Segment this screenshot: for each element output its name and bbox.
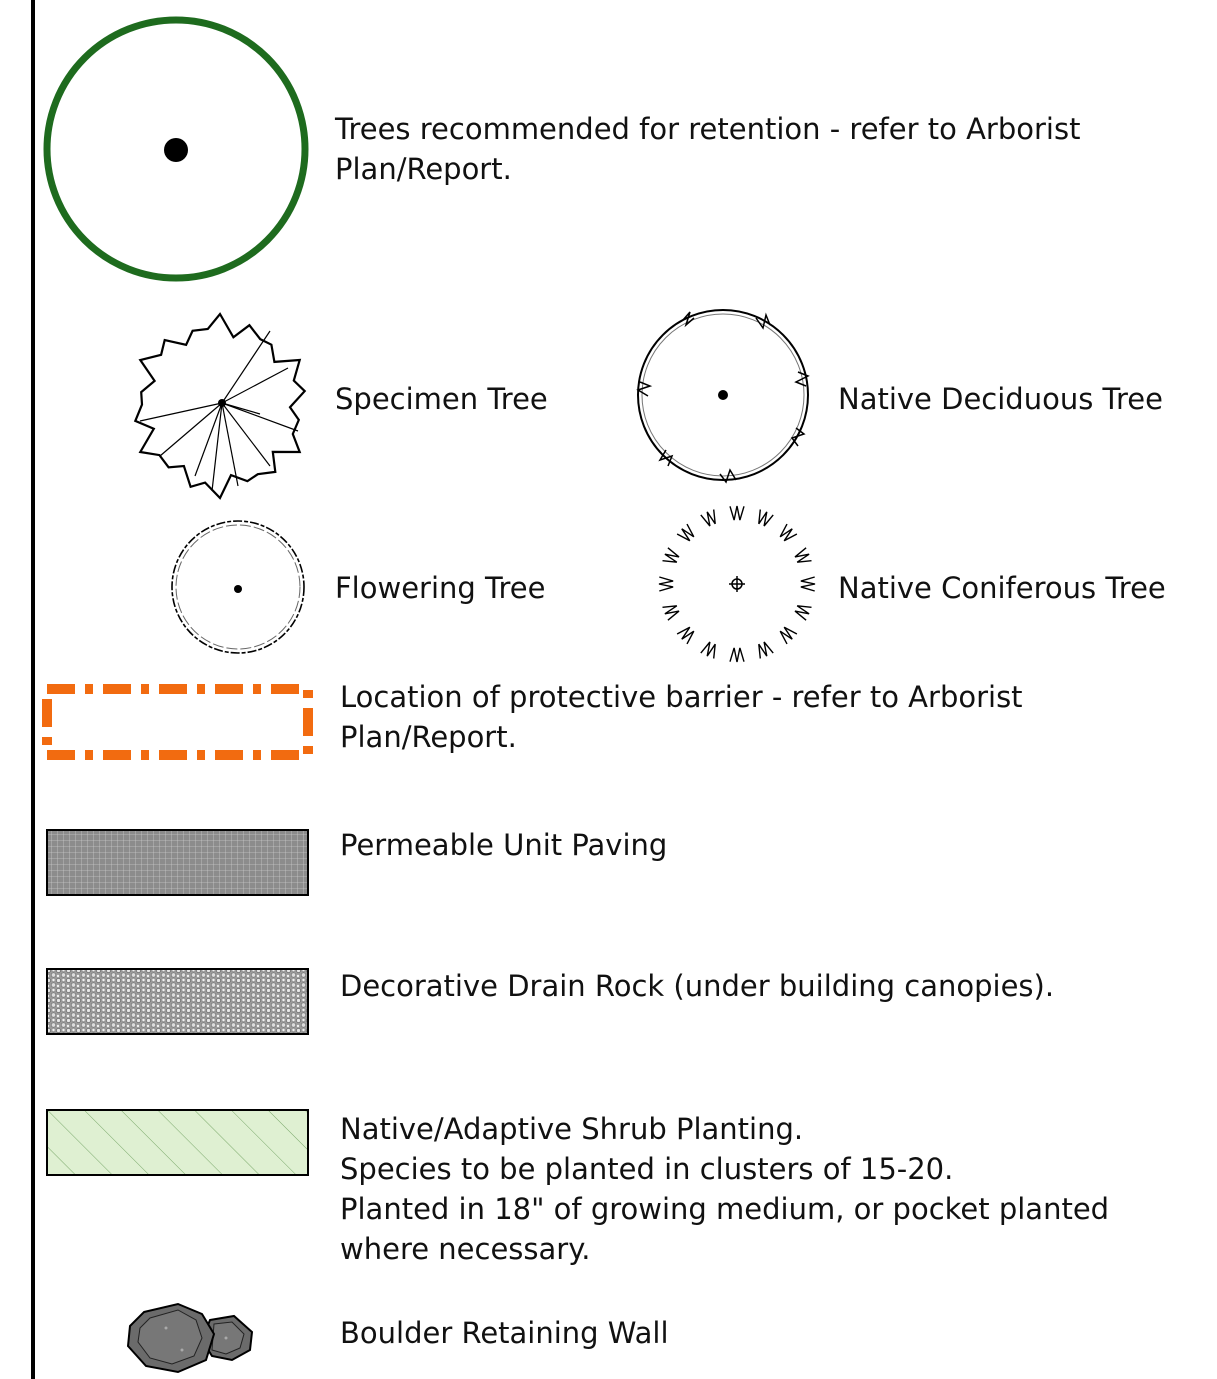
flowering-tree-label: Flowering Tree — [335, 571, 546, 605]
left-border-line — [31, 0, 35, 1379]
tree-retention-icon — [40, 14, 310, 284]
conifer-zigzag — [758, 641, 774, 659]
drain-rock-label: Decorative Drain Rock (under building ca… — [340, 969, 1055, 1003]
conifer-zigzag — [700, 509, 716, 527]
shrub-label: Native/Adaptive Shrub Planting. Species … — [340, 1112, 1110, 1266]
conifer-zigzag — [700, 641, 716, 659]
conifer-zigzag — [779, 523, 798, 542]
drain-rock-hatch-icon — [46, 968, 310, 1036]
conifer-zigzag — [729, 505, 745, 521]
conifer-zigzag — [676, 626, 695, 645]
conifer-zigzag — [758, 509, 774, 527]
conifer-zigzag — [658, 576, 674, 592]
retention-label: Trees recommended for retention - refer … — [335, 112, 1081, 186]
deciduous-tree-icon — [628, 300, 818, 485]
conifer-zigzag — [662, 547, 680, 563]
conifer-zigzag — [779, 626, 798, 645]
boulder-icon — [122, 1298, 262, 1378]
paving-hatch-icon — [46, 829, 310, 897]
conifer-zigzag — [662, 605, 680, 621]
deciduous-tree-label: Native Deciduous Tree — [838, 382, 1163, 416]
barrier-label: Location of protective barrier - refer t… — [340, 680, 1023, 754]
conifer-zigzag — [794, 605, 812, 621]
paving-label: Permeable Unit Paving — [340, 828, 668, 862]
conifer-zigzag — [729, 647, 745, 663]
specimen-tree-icon — [120, 306, 320, 506]
conifer-zigzag — [794, 547, 812, 563]
conifer-zigzag — [676, 523, 695, 542]
coniferous-tree-icon — [655, 502, 820, 667]
protective-barrier-icon — [40, 682, 315, 762]
shrub-hatch-icon — [46, 1109, 310, 1177]
conifer-zigzag — [800, 576, 816, 592]
flowering-tree-icon — [168, 515, 308, 660]
specimen-tree-label: Specimen Tree — [335, 382, 548, 416]
coniferous-tree-label: Native Coniferous Tree — [838, 571, 1166, 605]
boulder-label: Boulder Retaining Wall — [340, 1316, 669, 1350]
